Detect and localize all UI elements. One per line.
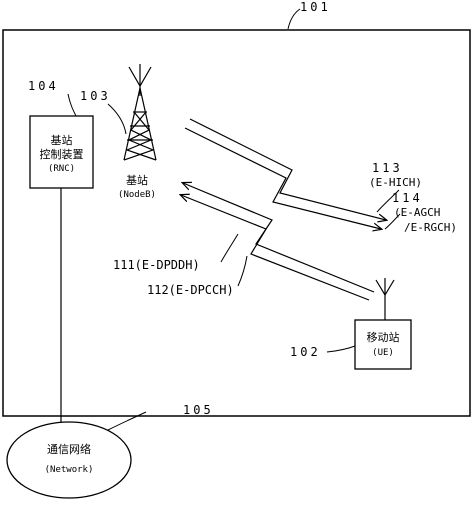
network-label: 通信网络 [47, 443, 91, 456]
leader-113 [376, 189, 400, 213]
nodeb-sub-label: (NodeB) [118, 189, 156, 200]
rnc-box-text: 基站 控制装置 (RNC) [30, 134, 93, 175]
system-frame [2, 29, 471, 417]
network-ref-label: 105 [183, 403, 214, 417]
agch-ref-label: 114 [392, 191, 423, 205]
uplink-line-e-dpcch [181, 195, 370, 301]
rnc-label-line3: (RNC) [47, 163, 76, 174]
nodeb-label: 基站 [126, 174, 148, 187]
hich-ref-label: 113 [372, 161, 403, 175]
ue-box [354, 319, 412, 370]
network-text: 通信网络 (Network) [17, 443, 121, 476]
leader-114 [384, 213, 401, 230]
nodeb-label-group: 基站 (NodeB) [112, 174, 162, 201]
uplink-line-e-dpdch [183, 183, 375, 293]
hich-name-label: (E-HICH) [369, 176, 422, 189]
ue-label: 移动站 [366, 331, 400, 344]
leader-104 [67, 93, 77, 117]
downlink-line-e-agch [184, 127, 381, 229]
downlink-line-e-hich [189, 118, 386, 220]
ue-ref-label: 102 [290, 345, 321, 359]
system-ref-label: 101 [300, 0, 331, 14]
ue-sub-label: (UE) [372, 347, 394, 358]
leader-111 [220, 233, 239, 263]
rnc-label-line1: 基站 [50, 134, 73, 147]
agch-name-label: (E-AGCH [394, 206, 441, 219]
dpcch-label: 112(E-DPCCH) [147, 283, 234, 297]
rnc-ref-label: 104 [28, 79, 59, 93]
dpdch-label: 111(E-DPDDH) [113, 258, 200, 272]
network-sub-label: (Network) [44, 464, 94, 475]
rnc-label-line2: 控制装置 [39, 147, 84, 161]
leader-105 [107, 411, 147, 431]
nodeb-tower-icon [123, 64, 157, 161]
ue-antenna-icon [375, 278, 395, 320]
uplink-signal [181, 183, 375, 301]
ue-box-text: 移动站 (UE) [355, 331, 411, 359]
downlink-signal [184, 118, 386, 229]
leader-101 [287, 8, 301, 30]
leader-103 [107, 103, 127, 135]
network-cloud [6, 421, 132, 499]
leader-102 [326, 345, 356, 353]
leader-112 [237, 255, 248, 287]
nodeb-ref-label: 103 [80, 89, 111, 103]
agch-name-label-2: /E-RGCH) [404, 221, 457, 234]
